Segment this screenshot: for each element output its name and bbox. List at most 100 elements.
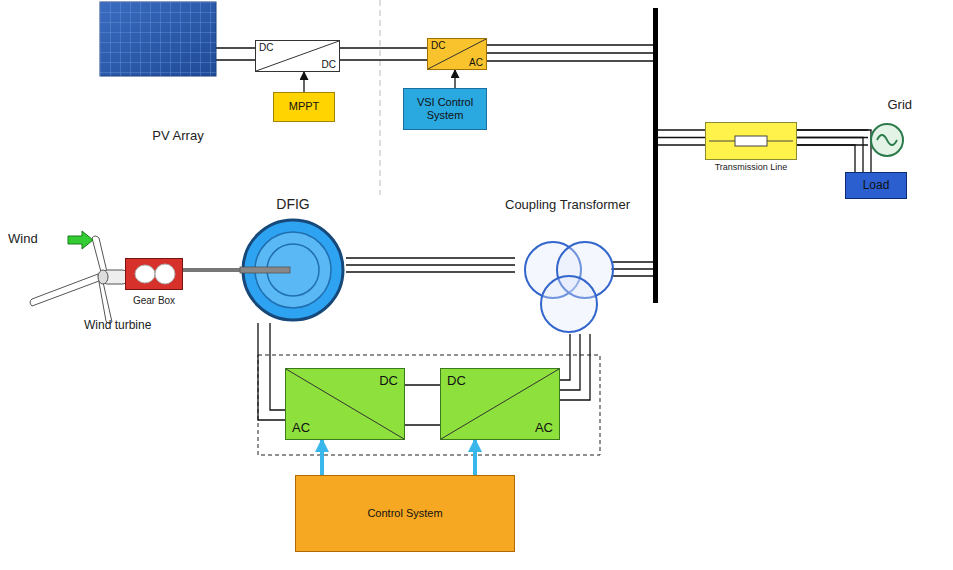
transmission-line-shape bbox=[706, 123, 797, 160]
drawing-part bbox=[98, 270, 108, 284]
drawing-part bbox=[611, 275, 653, 276]
node-label: DFIG bbox=[240, 196, 346, 212]
wire bbox=[340, 47, 427, 48]
dfig-generator-shape bbox=[240, 218, 346, 323]
wire bbox=[183, 268, 240, 272]
coupling-transformer: Coupling Transformer bbox=[515, 196, 620, 334]
converter-diagonal bbox=[256, 41, 339, 71]
drawing-part bbox=[658, 137, 705, 138]
node-label: AC bbox=[292, 420, 310, 435]
node-label: VSI Control System bbox=[409, 96, 481, 122]
grid-source-shape bbox=[868, 123, 912, 159]
transmission-line: Transmission Line bbox=[705, 122, 797, 174]
pv-array: PV Array bbox=[100, 2, 216, 148]
connector bbox=[258, 323, 285, 420]
node-label: Grid bbox=[868, 97, 912, 112]
node-label: DC bbox=[259, 42, 273, 53]
wire bbox=[303, 72, 304, 92]
drawing-part bbox=[92, 236, 107, 272]
wire bbox=[270, 323, 285, 410]
control-system-box: Control System bbox=[295, 475, 515, 552]
wire bbox=[216, 47, 255, 48]
connector bbox=[475, 440, 476, 475]
wire bbox=[346, 271, 515, 272]
connector bbox=[216, 48, 255, 60]
connector bbox=[797, 130, 871, 172]
drawing-part bbox=[611, 261, 653, 262]
converter-diagonal bbox=[286, 369, 404, 439]
dfig-generator-shape bbox=[240, 267, 290, 273]
drawing-part bbox=[658, 129, 705, 130]
dfig-generator: DFIG bbox=[240, 196, 346, 323]
node-label: DC bbox=[447, 373, 466, 388]
wire bbox=[346, 257, 515, 258]
part-label: Wind bbox=[8, 231, 38, 246]
grid-source-shape bbox=[877, 135, 897, 145]
drawing-part bbox=[30, 274, 99, 306]
pv-array-shape bbox=[100, 2, 216, 76]
drawing-part bbox=[99, 282, 112, 323]
bus-bar bbox=[653, 8, 658, 303]
pv-array-shape bbox=[100, 2, 216, 76]
converter-diagonal bbox=[428, 39, 486, 69]
connector bbox=[455, 70, 456, 88]
wire bbox=[454, 70, 455, 88]
node-label: PV Array bbox=[140, 128, 216, 143]
transmission-line-shape bbox=[735, 136, 767, 146]
wire bbox=[797, 138, 863, 173]
node-label: DC bbox=[322, 59, 336, 70]
grid-source-shape bbox=[871, 124, 903, 156]
gear-box-shape bbox=[155, 264, 175, 284]
grid-side-converter: DC AC bbox=[440, 368, 560, 440]
part-label: Wind turbine bbox=[84, 318, 151, 332]
node-label: Transmission Line bbox=[705, 162, 797, 172]
connector bbox=[183, 270, 240, 271]
wire bbox=[560, 334, 570, 380]
divider-line bbox=[379, 0, 380, 195]
gear-box: Gear Box bbox=[125, 258, 183, 310]
node-label: AC bbox=[535, 420, 553, 435]
node-label: Load bbox=[863, 178, 890, 192]
connector bbox=[405, 385, 440, 425]
drawing-part bbox=[487, 44, 653, 45]
wire bbox=[473, 440, 477, 475]
wire bbox=[216, 59, 255, 60]
drawing-part bbox=[487, 60, 653, 61]
gear-box-shape bbox=[135, 265, 155, 283]
node-label: MPPT bbox=[289, 100, 320, 113]
wire bbox=[560, 334, 580, 390]
vsi-control-box: VSI Control System bbox=[403, 88, 487, 130]
dc-dc-converter: DC DC bbox=[255, 40, 340, 72]
connector bbox=[346, 258, 515, 272]
wire bbox=[258, 323, 285, 420]
load-box: Load bbox=[845, 172, 907, 199]
wire bbox=[346, 264, 515, 265]
node-label: Gear Box bbox=[125, 295, 183, 306]
node-label: Coupling Transformer bbox=[505, 196, 630, 214]
drawing-part bbox=[658, 144, 705, 145]
node-label: DC bbox=[379, 373, 398, 388]
connector bbox=[340, 48, 427, 60]
connector bbox=[322, 440, 323, 475]
node-label: Control System bbox=[367, 507, 442, 520]
wire bbox=[405, 424, 440, 425]
dc-ac-inverter: DCAC bbox=[427, 38, 487, 70]
drawing-part bbox=[487, 52, 653, 53]
rotor-side-converter: DC AC bbox=[285, 368, 405, 440]
transmission-line-shape bbox=[705, 122, 797, 160]
pv-array-shape bbox=[100, 2, 216, 76]
drawing-part bbox=[611, 268, 653, 269]
node-label: AC bbox=[469, 57, 483, 68]
wire bbox=[797, 145, 855, 172]
converter-enclosure bbox=[258, 355, 600, 455]
wire bbox=[797, 130, 871, 172]
wire bbox=[340, 59, 427, 60]
wire bbox=[560, 334, 590, 400]
wire bbox=[405, 384, 440, 385]
grid-source: Grid bbox=[868, 97, 912, 159]
coupling-transformer-shape bbox=[525, 242, 613, 332]
wind-arrow bbox=[68, 231, 93, 249]
coupling-transformer-shape bbox=[541, 276, 597, 332]
bus-wires bbox=[487, 45, 705, 276]
